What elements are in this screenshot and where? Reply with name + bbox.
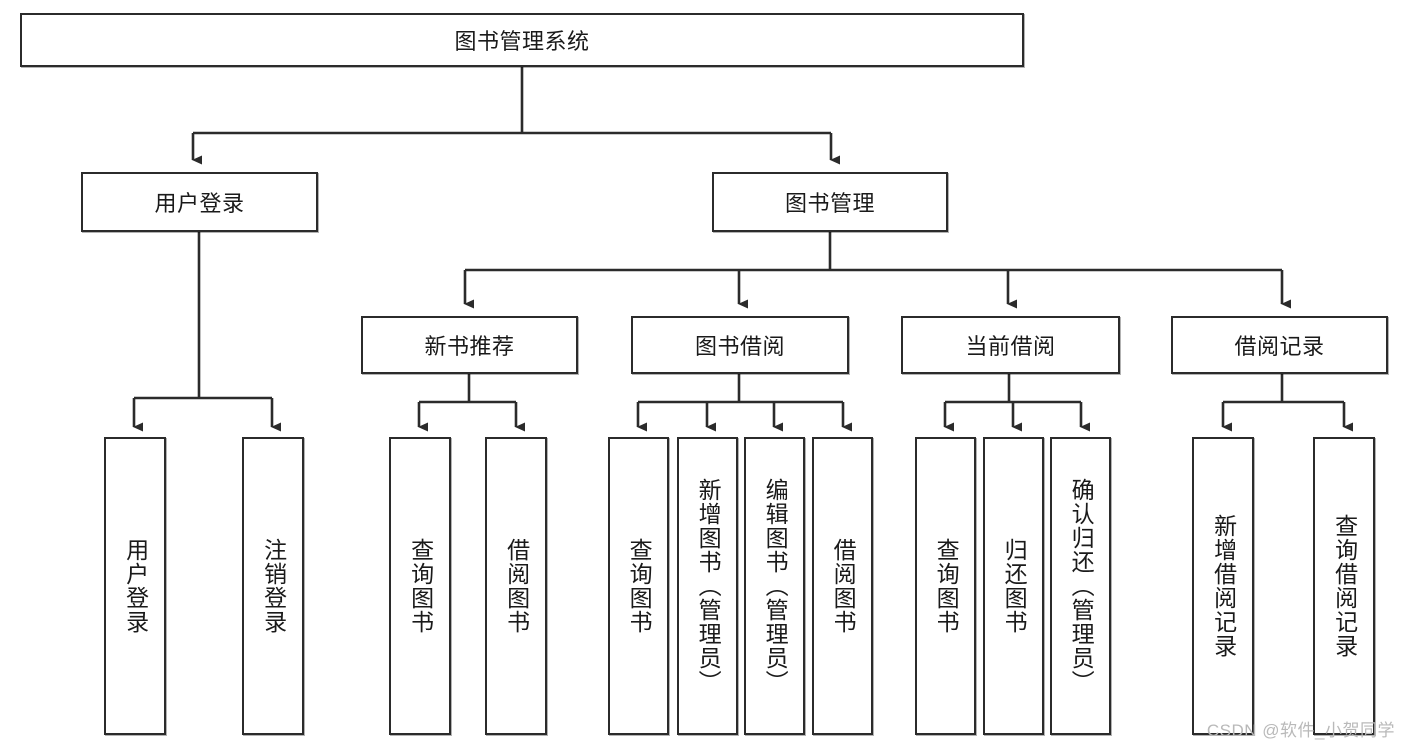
node-leaf-add-book-admin-label: 新增图书（管理员） [695, 478, 722, 694]
node-leaf-confirm-return-admin-label: 确认归还（管理员） [1068, 478, 1095, 694]
node-book-borrow-label: 图书借阅 [694, 334, 785, 359]
node-leaf-edit-book-admin-label: 编辑图书（管理员） [762, 478, 789, 694]
node-leaf-add-borrow-record[interactable]: 新增借阅记录 [1192, 437, 1254, 735]
node-borrow-record[interactable]: 借阅记录 [1171, 316, 1388, 374]
node-leaf-borrow-book-recommend-label: 借阅图书 [503, 538, 530, 634]
node-current-borrow-label: 当前借阅 [965, 334, 1056, 359]
node-leaf-query-book-recommend-label: 查询图书 [407, 538, 434, 634]
node-leaf-borrow-book-recommend[interactable]: 借阅图书 [485, 437, 547, 735]
node-leaf-query-book-current-label: 查询图书 [933, 538, 960, 634]
node-leaf-query-book-borrow-label: 查询图书 [626, 538, 653, 634]
node-root-label: 图书管理系统 [454, 29, 590, 54]
node-user-login-label: 用户登录 [154, 191, 245, 216]
node-current-borrow[interactable]: 当前借阅 [901, 316, 1120, 374]
watermark-text: CSDN @软件_小贺同学 [1206, 721, 1395, 740]
node-book-borrow[interactable]: 图书借阅 [631, 316, 849, 374]
node-leaf-query-book-recommend[interactable]: 查询图书 [389, 437, 451, 735]
node-leaf-query-borrow-record-label: 查询借阅记录 [1331, 514, 1358, 658]
node-book-management-label: 图书管理 [784, 191, 875, 216]
node-leaf-return-book[interactable]: 归还图书 [983, 437, 1044, 735]
node-leaf-query-borrow-record[interactable]: 查询借阅记录 [1313, 437, 1375, 735]
node-new-book-recommend[interactable]: 新书推荐 [361, 316, 578, 374]
node-leaf-borrow-book-label: 借阅图书 [830, 538, 857, 634]
node-leaf-user-login[interactable]: 用户登录 [104, 437, 166, 735]
node-leaf-add-borrow-record-label: 新增借阅记录 [1210, 514, 1237, 658]
node-new-book-recommend-label: 新书推荐 [424, 334, 515, 359]
node-leaf-add-book-admin[interactable]: 新增图书（管理员） [677, 437, 738, 735]
node-borrow-record-label: 借阅记录 [1234, 334, 1325, 359]
node-leaf-logout-login[interactable]: 注销登录 [242, 437, 304, 735]
node-user-login[interactable]: 用户登录 [81, 172, 318, 232]
node-leaf-confirm-return-admin[interactable]: 确认归还（管理员） [1050, 437, 1111, 735]
node-leaf-borrow-book[interactable]: 借阅图书 [812, 437, 873, 735]
node-leaf-logout-login-label: 注销登录 [260, 538, 287, 634]
node-leaf-return-book-label: 归还图书 [1001, 538, 1028, 634]
node-root[interactable]: 图书管理系统 [20, 13, 1024, 67]
node-leaf-query-book-borrow[interactable]: 查询图书 [608, 437, 669, 735]
node-leaf-query-book-current[interactable]: 查询图书 [915, 437, 976, 735]
node-leaf-user-login-label: 用户登录 [122, 538, 149, 634]
node-leaf-edit-book-admin[interactable]: 编辑图书（管理员） [744, 437, 805, 735]
node-book-management[interactable]: 图书管理 [712, 172, 948, 232]
